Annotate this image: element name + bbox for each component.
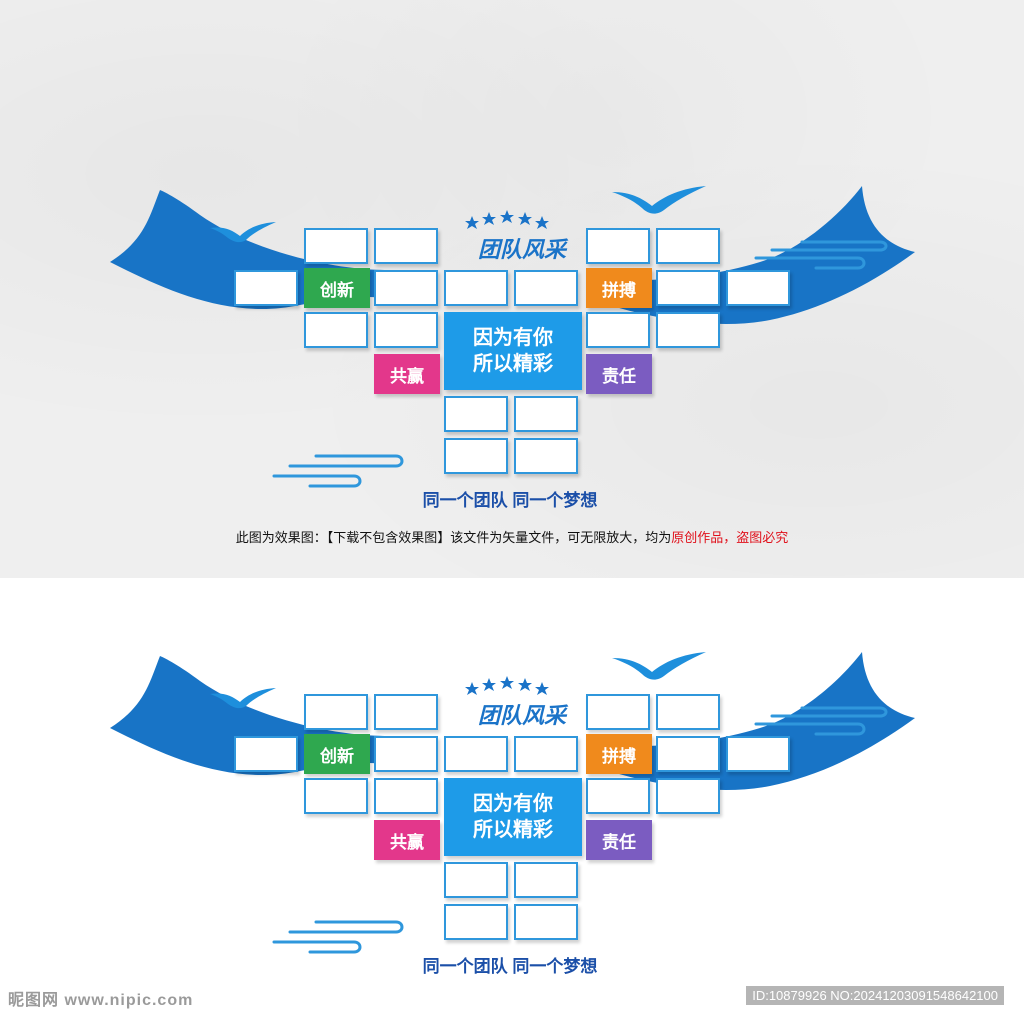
- tag-hard-work: 拼搏: [586, 268, 652, 308]
- photo-frame: [444, 904, 508, 940]
- photo-frame: [374, 778, 438, 814]
- center-line-2: 所以精彩: [473, 353, 553, 375]
- photo-frame: [586, 312, 650, 348]
- center-line-1: 因为有你: [473, 793, 553, 815]
- photo-frame: [656, 736, 720, 772]
- photo-frame: [726, 270, 790, 306]
- photo-frame: [586, 228, 650, 264]
- cloud-right-icon: [754, 240, 888, 270]
- bottom-slogan: 同一个团队 同一个梦想: [422, 491, 598, 510]
- photo-frame: [726, 736, 790, 772]
- photo-frame: [444, 438, 508, 474]
- photo-frame: [374, 312, 438, 348]
- notice-part-1: 此图为效果图：【下载不包含效果图】该文件为矢量文件，可无限放大，均为: [235, 530, 672, 545]
- photo-frame: [374, 736, 438, 772]
- photo-frame: [656, 778, 720, 814]
- photo-frame: [514, 904, 578, 940]
- photo-frame: [304, 694, 368, 730]
- bottom-slogan: 同一个团队 同一个梦想: [422, 957, 598, 976]
- photo-frame: [656, 312, 720, 348]
- photo-frame: [444, 396, 508, 432]
- seagull-left-icon: [210, 688, 276, 709]
- top-preview-panel: 团队风采 创新 拼搏 因为有你 所以精彩 共赢 责任 同一个团队 同一个梦想 此…: [0, 0, 1024, 578]
- photo-frame: [514, 438, 578, 474]
- team-title: 团队风采: [477, 237, 566, 262]
- photo-frame: [304, 228, 368, 264]
- photo-frame: [304, 312, 368, 348]
- cloud-left-icon: [272, 920, 404, 954]
- bottom-preview-panel: 团队风采 创新 拼搏 因为有你 所以精彩 共赢 责任 同一个团队 同一个梦想: [0, 578, 1024, 1024]
- photo-frame: [374, 270, 438, 306]
- tag-win-win: 共赢: [374, 820, 440, 860]
- watermark-site: 昵图网 www.nipic.com: [8, 992, 194, 1009]
- seagull-right-icon: [612, 186, 706, 214]
- tag-innovation: 创新: [304, 268, 370, 308]
- seagull-left-icon: [210, 222, 276, 243]
- photo-frame: [444, 862, 508, 898]
- photo-frame: [444, 270, 508, 306]
- photo-frame: [586, 694, 650, 730]
- tag-innovation: 创新: [304, 734, 370, 774]
- photo-frame: [514, 862, 578, 898]
- culture-wall-scene: 团队风采 创新 拼搏 因为有你 所以精彩 共赢 责任 同一个团队 同一个梦想: [0, 90, 1024, 530]
- photo-frame: [586, 778, 650, 814]
- stars-icon: [465, 210, 549, 229]
- tag-win-win: 共赢: [374, 354, 440, 394]
- seagull-right-icon: [612, 652, 706, 680]
- team-title: 团队风采: [477, 703, 566, 728]
- photo-frame: [656, 270, 720, 306]
- photo-frame: [656, 228, 720, 264]
- cloud-left-icon: [272, 454, 404, 488]
- photo-frame: [374, 228, 438, 264]
- center-line-2: 所以精彩: [473, 819, 553, 841]
- photo-frame: [514, 396, 578, 432]
- photo-frame: [656, 694, 720, 730]
- notice-part-2: 原创作品，盗图必究: [671, 530, 789, 545]
- photo-frame: [304, 778, 368, 814]
- tag-hard-work: 拼搏: [586, 734, 652, 774]
- photo-frame: [234, 270, 298, 306]
- notice-text: 此图为效果图：【下载不包含效果图】该文件为矢量文件，可无限放大，均为原创作品，盗…: [0, 527, 1024, 546]
- culture-wall-scene-copy: 团队风采 创新 拼搏 因为有你 所以精彩 共赢 责任 同一个团队 同一个梦想: [0, 556, 1024, 996]
- photo-frame: [514, 736, 578, 772]
- photo-frame: [444, 736, 508, 772]
- watermark-id: ID:10879926 NO:20241203091548642100: [746, 986, 1004, 1005]
- center-line-1: 因为有你: [473, 327, 553, 349]
- cloud-right-icon: [754, 706, 888, 736]
- photo-frame: [514, 270, 578, 306]
- photo-frame: [234, 736, 298, 772]
- photo-frame: [374, 694, 438, 730]
- center-slogan-box: 因为有你 所以精彩: [444, 312, 582, 390]
- center-slogan-box: 因为有你 所以精彩: [444, 778, 582, 856]
- tag-responsibility: 责任: [586, 820, 652, 860]
- stars-icon: [465, 676, 549, 695]
- tag-responsibility: 责任: [586, 354, 652, 394]
